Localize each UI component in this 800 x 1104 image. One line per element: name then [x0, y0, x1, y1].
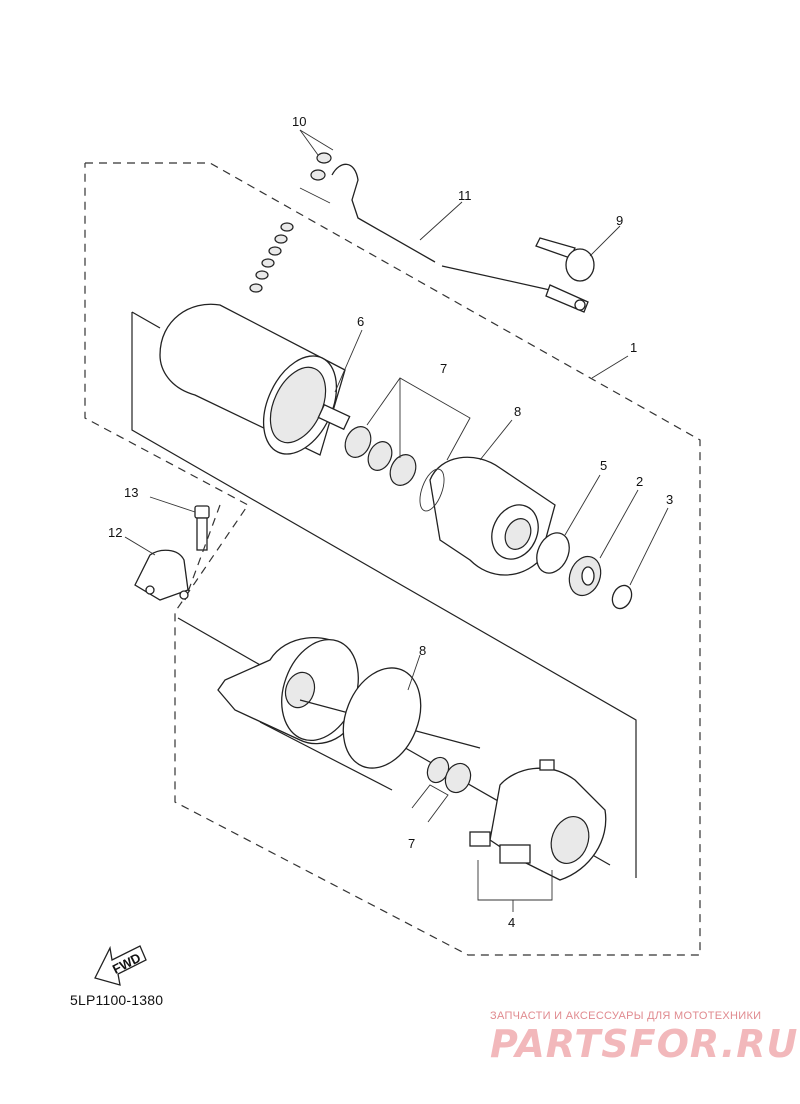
part-6-yoke-armature: [159, 303, 363, 456]
watermark-tagline: ЗАПЧАСТИ И АКСЕССУАРЫ ДЛЯ МОТОТЕХНИКИ: [490, 1010, 762, 1022]
part-11-lead-wire: [331, 163, 589, 313]
part-5-o-ring: [536, 474, 601, 574]
assembly-boundary: [84, 162, 701, 956]
part-8-o-ring-lower: [342, 654, 422, 769]
rear-housing: [217, 637, 361, 745]
fwd-arrow-icon: FWD: [94, 945, 147, 986]
callout-3: 3: [666, 492, 673, 507]
part-9-terminal-cap: [535, 225, 621, 282]
part-2-pinion-gear: [568, 489, 639, 597]
callouts: 1 2 3 4 5 6 7 7 8 8 9 10 11 12 13: [108, 114, 673, 930]
callout-1: 1: [630, 340, 637, 355]
callout-8a: 8: [514, 404, 521, 419]
callout-9: 9: [616, 213, 623, 228]
diagram-code: 5LP1100-1380: [70, 992, 164, 1008]
callout-7a: 7: [440, 361, 447, 376]
part-13-bolt: [149, 496, 221, 601]
fwd-label: FWD: [110, 950, 143, 977]
callout-6: 6: [357, 314, 364, 329]
part-7-washers-upper: [344, 377, 471, 486]
callout-7b: 7: [408, 836, 415, 851]
callout-10: 10: [292, 114, 306, 129]
callout-12: 12: [108, 525, 122, 540]
part-12-bracket: [124, 536, 189, 601]
callout-13: 13: [124, 485, 138, 500]
callout-11: 11: [458, 188, 472, 203]
part-4-brush-holder: [469, 759, 607, 912]
callout-5: 5: [600, 458, 607, 473]
part-8-front-cover: [419, 419, 556, 576]
part-3-circlip: [611, 507, 669, 610]
part-7-washers-lower: [411, 756, 472, 823]
part-10-nuts-washers: [249, 129, 334, 293]
callout-4: 4: [508, 915, 515, 930]
callout-2: 2: [636, 474, 643, 489]
watermark-logo: PARTSFOR.RU: [490, 1022, 799, 1066]
callout-8b: 8: [419, 643, 426, 658]
